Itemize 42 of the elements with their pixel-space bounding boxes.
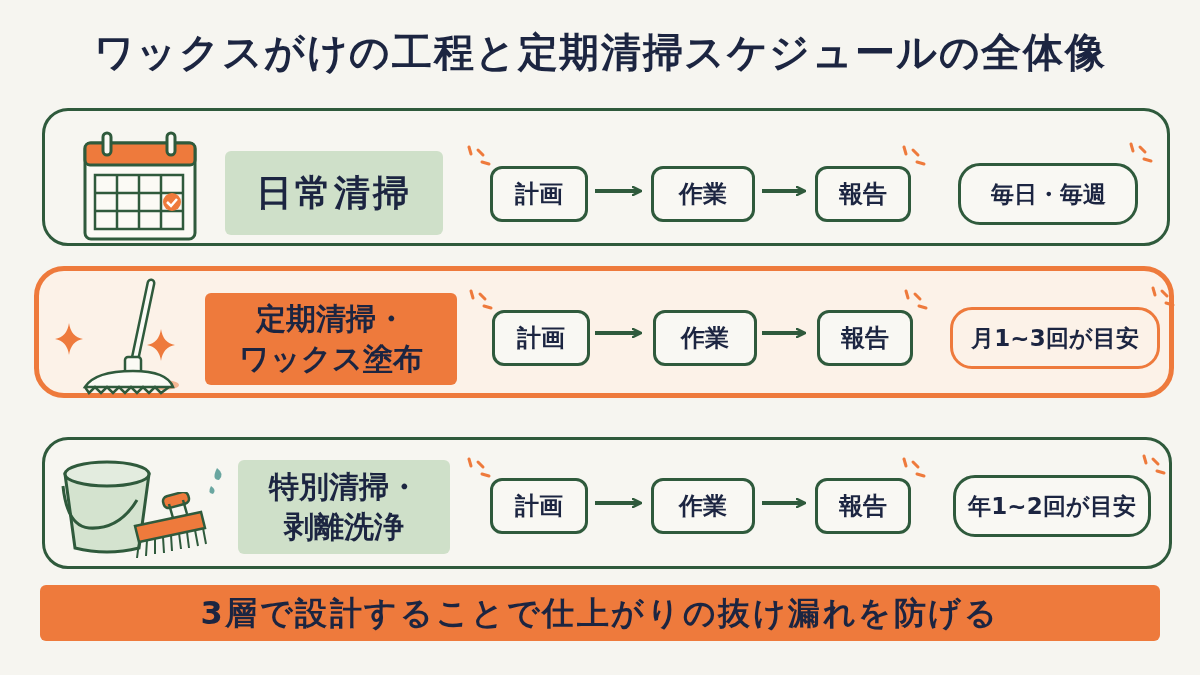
category-label [238, 460, 450, 554]
arrow [762, 327, 807, 339]
summary-banner [40, 585, 1160, 641]
process-box [815, 478, 911, 534]
box-text: 報告 [839, 179, 887, 210]
category-label-text: 定期清掃・ワックス塗布 [238, 299, 424, 378]
process-box [490, 478, 588, 534]
frequency-box [958, 163, 1138, 225]
box-text: 計画 [515, 179, 563, 210]
box-text: 計画 [517, 323, 565, 354]
arrow [595, 497, 643, 509]
box-text: 計画 [515, 491, 563, 522]
category-label [205, 293, 457, 385]
box-text: 作業 [681, 323, 729, 354]
box-text: 作業 [679, 491, 727, 522]
schedule-band [34, 266, 1174, 398]
category-label [225, 151, 443, 235]
category-label-text: 日常清掃 [256, 171, 412, 215]
box-text: 毎日・毎週 [990, 179, 1106, 209]
process-box [651, 478, 755, 534]
schedule-band [42, 437, 1172, 569]
process-box [817, 310, 913, 366]
schedule-band [42, 108, 1170, 246]
process-box [651, 166, 755, 222]
box-text: 年1~2回が目安 [968, 491, 1136, 521]
title: ワックスがけの工程と定期清掃スケジュールの全体像 [93, 28, 1107, 77]
process-box [490, 166, 588, 222]
box-text: 報告 [841, 323, 889, 354]
process-box [492, 310, 590, 366]
box-text: 3層で設計することで仕上がりの抜け漏れを防げる [200, 593, 1000, 634]
arrow [762, 185, 807, 197]
arrow [762, 497, 807, 509]
category-label-text: 特別清掃・剥離洗浄 [267, 467, 420, 546]
box-text: 報告 [839, 491, 887, 522]
arrow [595, 185, 643, 197]
box-text: 作業 [679, 179, 727, 210]
process-box [815, 166, 911, 222]
box-text: 月1~3回が目安 [971, 323, 1139, 353]
frequency-box [953, 475, 1151, 537]
arrow [595, 327, 643, 339]
process-box [653, 310, 757, 366]
frequency-box [950, 307, 1160, 369]
